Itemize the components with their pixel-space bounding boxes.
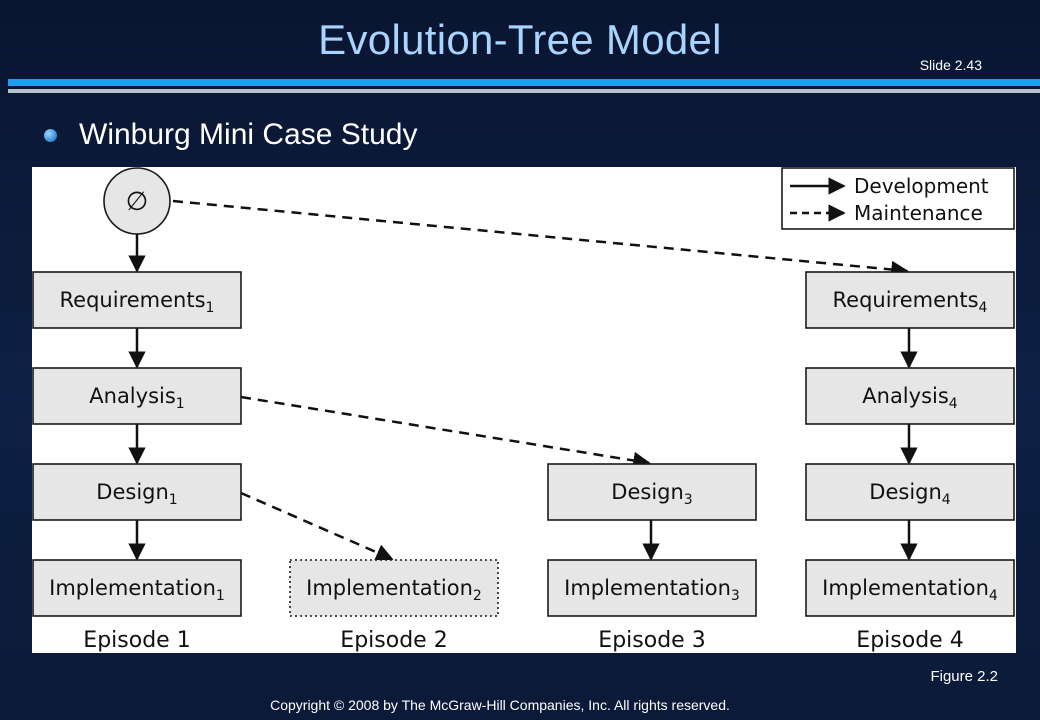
copyright-notice: Copyright © 2008 by The McGraw-Hill Comp… bbox=[270, 697, 730, 713]
node-implementation-1: Implementation1 bbox=[32, 559, 242, 617]
node-requirements-1: Requirements1 bbox=[32, 271, 242, 329]
svg-text:Requirements4: Requirements4 bbox=[833, 288, 988, 316]
node-analysis-1-name: Analysis bbox=[89, 384, 176, 408]
node-implementation-2-name: Implementation bbox=[306, 576, 473, 600]
node-analysis-4-sub: 4 bbox=[949, 396, 958, 412]
node-design-3-name: Design bbox=[611, 480, 684, 504]
node-requirements-1-name: Requirements bbox=[60, 288, 206, 312]
figure-reference: Figure 2.2 bbox=[930, 668, 998, 685]
node-requirements-4-name: Requirements bbox=[833, 288, 979, 312]
bullet-text: Winburg Mini Case Study bbox=[79, 118, 418, 151]
evolution-tree-diagram: ∅ Development Maintenance bbox=[32, 167, 1015, 653]
svg-text:Design1: Design1 bbox=[96, 480, 177, 508]
slide-number: Slide 2.43 bbox=[919, 57, 982, 73]
node-requirements-1-sub: 1 bbox=[206, 300, 215, 316]
legend-development-label: Development bbox=[854, 174, 989, 198]
episode-label-4: Episode 4 bbox=[856, 628, 963, 653]
bullet-item: Winburg Mini Case Study bbox=[44, 118, 417, 152]
node-implementation-4-name: Implementation bbox=[822, 576, 989, 600]
title-rule-gray bbox=[8, 89, 1040, 93]
node-design-4-name: Design bbox=[869, 480, 942, 504]
development-arrows bbox=[128, 234, 918, 561]
node-design-1: Design1 bbox=[32, 463, 242, 521]
svg-text:Design4: Design4 bbox=[869, 480, 951, 508]
svg-text:Analysis4: Analysis4 bbox=[862, 384, 958, 412]
node-implementation-2-sub: 2 bbox=[473, 588, 482, 604]
node-analysis-4: Analysis4 bbox=[805, 367, 1015, 425]
node-requirements-4-sub: 4 bbox=[979, 300, 988, 316]
node-design-4-sub: 4 bbox=[942, 492, 951, 508]
node-analysis-1: Analysis1 bbox=[32, 367, 242, 425]
svg-text:Implementation2: Implementation2 bbox=[306, 576, 482, 604]
slide-title: Evolution-Tree Model bbox=[318, 16, 722, 63]
node-implementation-3-sub: 3 bbox=[731, 588, 740, 604]
svg-text:Design3: Design3 bbox=[611, 480, 692, 508]
node-design-1-name: Design bbox=[96, 480, 169, 504]
node-design-3-sub: 3 bbox=[684, 492, 693, 508]
node-design-4: Design4 bbox=[805, 463, 1015, 521]
episode-label-2: Episode 2 bbox=[340, 628, 447, 653]
node-analysis-4-name: Analysis bbox=[862, 384, 949, 408]
episode-label-3: Episode 3 bbox=[598, 628, 705, 653]
node-implementation-2: Implementation2 bbox=[289, 559, 499, 617]
svg-text:Implementation1: Implementation1 bbox=[49, 576, 225, 604]
episode-label-1: Episode 1 bbox=[83, 628, 190, 653]
node-implementation-1-name: Implementation bbox=[49, 576, 216, 600]
legend: Development Maintenance bbox=[781, 167, 1015, 230]
start-node: ∅ bbox=[103, 167, 171, 235]
legend-maintenance-label: Maintenance bbox=[854, 201, 983, 225]
node-implementation-4: Implementation4 bbox=[805, 559, 1015, 617]
node-design-1-sub: 1 bbox=[169, 492, 178, 508]
node-implementation-1-sub: 1 bbox=[216, 588, 225, 604]
node-design-3: Design3 bbox=[547, 463, 757, 521]
node-implementation-3-name: Implementation bbox=[564, 576, 731, 600]
svg-text:Implementation4: Implementation4 bbox=[822, 576, 998, 604]
svg-text:Analysis1: Analysis1 bbox=[89, 384, 184, 412]
title-rule-blue bbox=[8, 79, 1040, 86]
node-analysis-1-sub: 1 bbox=[176, 396, 185, 412]
svg-text:Requirements1: Requirements1 bbox=[60, 288, 215, 316]
bullet-dot-icon bbox=[44, 128, 57, 142]
node-implementation-4-sub: 4 bbox=[989, 588, 998, 604]
empty-set-icon: ∅ bbox=[126, 187, 149, 217]
maintenance-arrows bbox=[172, 199, 909, 561]
node-requirements-4: Requirements4 bbox=[805, 271, 1015, 329]
svg-text:Implementation3: Implementation3 bbox=[564, 576, 740, 604]
node-implementation-3: Implementation3 bbox=[547, 559, 757, 617]
evolution-tree-figure: ∅ Development Maintenance bbox=[32, 167, 1016, 653]
